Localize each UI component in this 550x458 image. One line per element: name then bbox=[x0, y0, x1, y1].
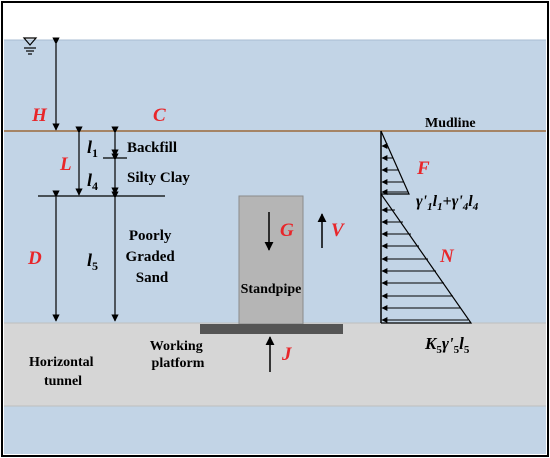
symbol-l1: l1 bbox=[87, 137, 98, 160]
symbol-d: D bbox=[27, 248, 42, 269]
ground-layer bbox=[4, 323, 546, 406]
formula-lower-pressure: K5γ'5l5 bbox=[424, 334, 470, 356]
symbol-h: H bbox=[31, 105, 48, 126]
water-level-icon bbox=[22, 37, 38, 55]
symbol-j: J bbox=[281, 344, 292, 365]
symbol-l: L bbox=[59, 154, 72, 175]
formula-upper-pressure: γ'1l1+γ'4l4 bbox=[416, 193, 479, 213]
symbol-c: C bbox=[153, 105, 166, 126]
symbol-g: G bbox=[280, 220, 294, 241]
label-mudline: Mudline bbox=[425, 116, 476, 131]
standpipe-body bbox=[238, 195, 304, 325]
working-platform-slab bbox=[200, 324, 343, 334]
label-standpipe: Standpipe bbox=[241, 282, 302, 297]
label-poorly-graded-sand: Poorly Graded Sand bbox=[126, 228, 179, 286]
symbol-l4: l4 bbox=[87, 170, 98, 193]
symbol-f: F bbox=[416, 158, 430, 179]
label-horizontal-tunnel: Horizontal tunnel bbox=[29, 355, 97, 389]
label-silty-clay: Silty Clay bbox=[127, 170, 190, 186]
label-backfill: Backfill bbox=[127, 140, 177, 156]
pressure-arrows bbox=[381, 143, 468, 323]
symbol-v: V bbox=[331, 220, 345, 241]
pressure-diagram bbox=[380, 130, 473, 324]
symbol-n: N bbox=[439, 246, 455, 267]
bottom-water-strip bbox=[4, 406, 546, 454]
symbol-l5: l5 bbox=[87, 250, 98, 273]
label-working-platform: Working platform bbox=[150, 339, 206, 371]
